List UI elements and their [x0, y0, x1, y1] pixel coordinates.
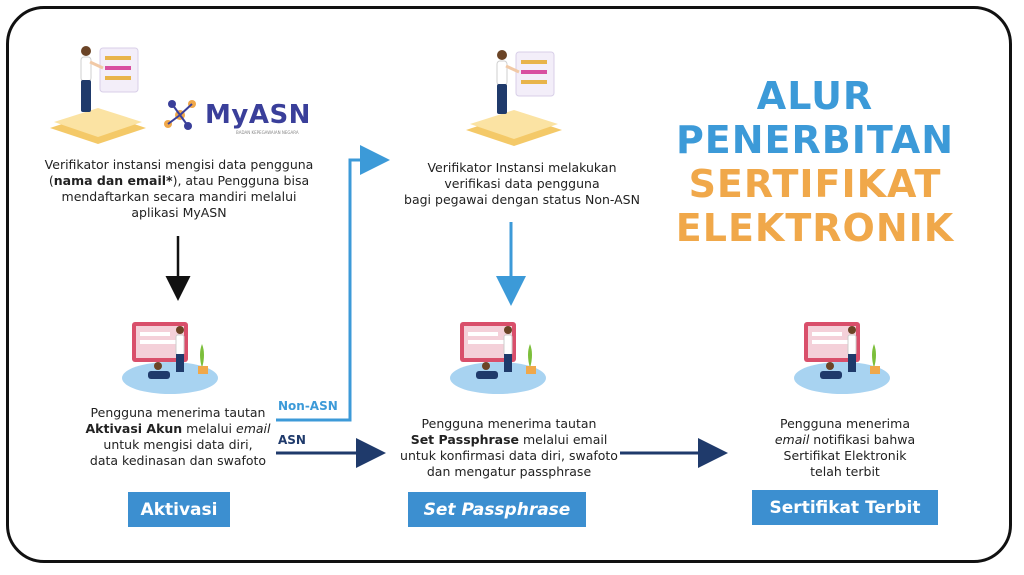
step3-description: Verifikator Instansi melakukan verifikas…: [392, 160, 652, 208]
step3-line2: verifikasi data pengguna: [444, 176, 600, 191]
step2-line3: untuk mengisi data diri,: [103, 437, 253, 452]
verifier-illustration-1: [50, 46, 146, 144]
myasn-logo-tagline: BADAN KEPEGAWAIAN NEGARA: [236, 130, 299, 135]
user-computer-illustration-1: [122, 322, 218, 394]
step2-line2: Aktivasi Akun melalui email: [85, 421, 271, 436]
user-computer-illustration-3: [794, 322, 890, 394]
step5-line3: Sertifikat Elektronik: [783, 448, 907, 463]
step3-line3: bagi pegawai dengan status Non-ASN: [404, 192, 640, 207]
edge-label-non-asn: Non-ASN: [278, 399, 338, 413]
stage-sertifikat-terbit: Sertifikat Terbit: [752, 490, 938, 525]
step2-line1: Pengguna menerima tautan: [90, 405, 266, 420]
step5-line1: Pengguna menerima: [780, 416, 910, 431]
user-computer-illustration-2: [450, 322, 546, 394]
step5-line2: email notifikasi bahwa: [774, 432, 916, 447]
step5-line4: telah terbit: [810, 464, 880, 479]
title-line-4: ELEKTRONIK: [675, 206, 955, 250]
step4-description: Pengguna menerima tautan Set Passphrase …: [384, 416, 634, 480]
myasn-logo-text: MyASN: [205, 100, 311, 130]
stage-set-passphrase: Set Passphrase: [408, 492, 586, 527]
title-line-2: PENERBITAN: [675, 118, 955, 162]
verifier-illustration-2: [466, 50, 562, 146]
step4-line2: Set Passphrase melalui email: [410, 432, 608, 447]
step3-line1: Verifikator Instansi melakukan: [427, 160, 617, 175]
step2-description: Pengguna menerima tautan Aktivasi Akun m…: [68, 405, 288, 469]
step1-line3: mendaftarkan secara mandiri melalui: [61, 189, 297, 204]
step4-bold: Set Passphrase: [410, 432, 520, 447]
myasn-logo-icon: [164, 100, 196, 130]
step1-line1: Verifikator instansi mengisi data penggu…: [44, 157, 314, 172]
step2-bold: Aktivasi Akun: [85, 421, 183, 436]
step4-line4: dan mengatur passphrase: [426, 464, 592, 479]
step1-description: Verifikator instansi mengisi data penggu…: [28, 157, 330, 221]
arrow-non-asn: [276, 145, 390, 422]
step1-bold: nama dan email*: [53, 173, 173, 188]
step4-line3: untuk konfirmasi data diri, swafoto: [400, 448, 618, 463]
edge-label-asn: ASN: [278, 433, 306, 447]
step1-line4: aplikasi MyASN: [131, 205, 227, 220]
title-line-1: ALUR: [756, 74, 874, 118]
step5-description: Pengguna menerima email notifikasi bahwa…: [740, 416, 950, 480]
step1-line2: (nama dan email*), atau Pengguna bisa: [48, 173, 310, 188]
stage-aktivasi: Aktivasi: [128, 492, 230, 527]
step2-line4: data kedinasan dan swafoto: [89, 453, 267, 468]
title-line-3: SERTIFIKAT: [688, 162, 942, 206]
step4-line1: Pengguna menerima tautan: [421, 416, 597, 431]
